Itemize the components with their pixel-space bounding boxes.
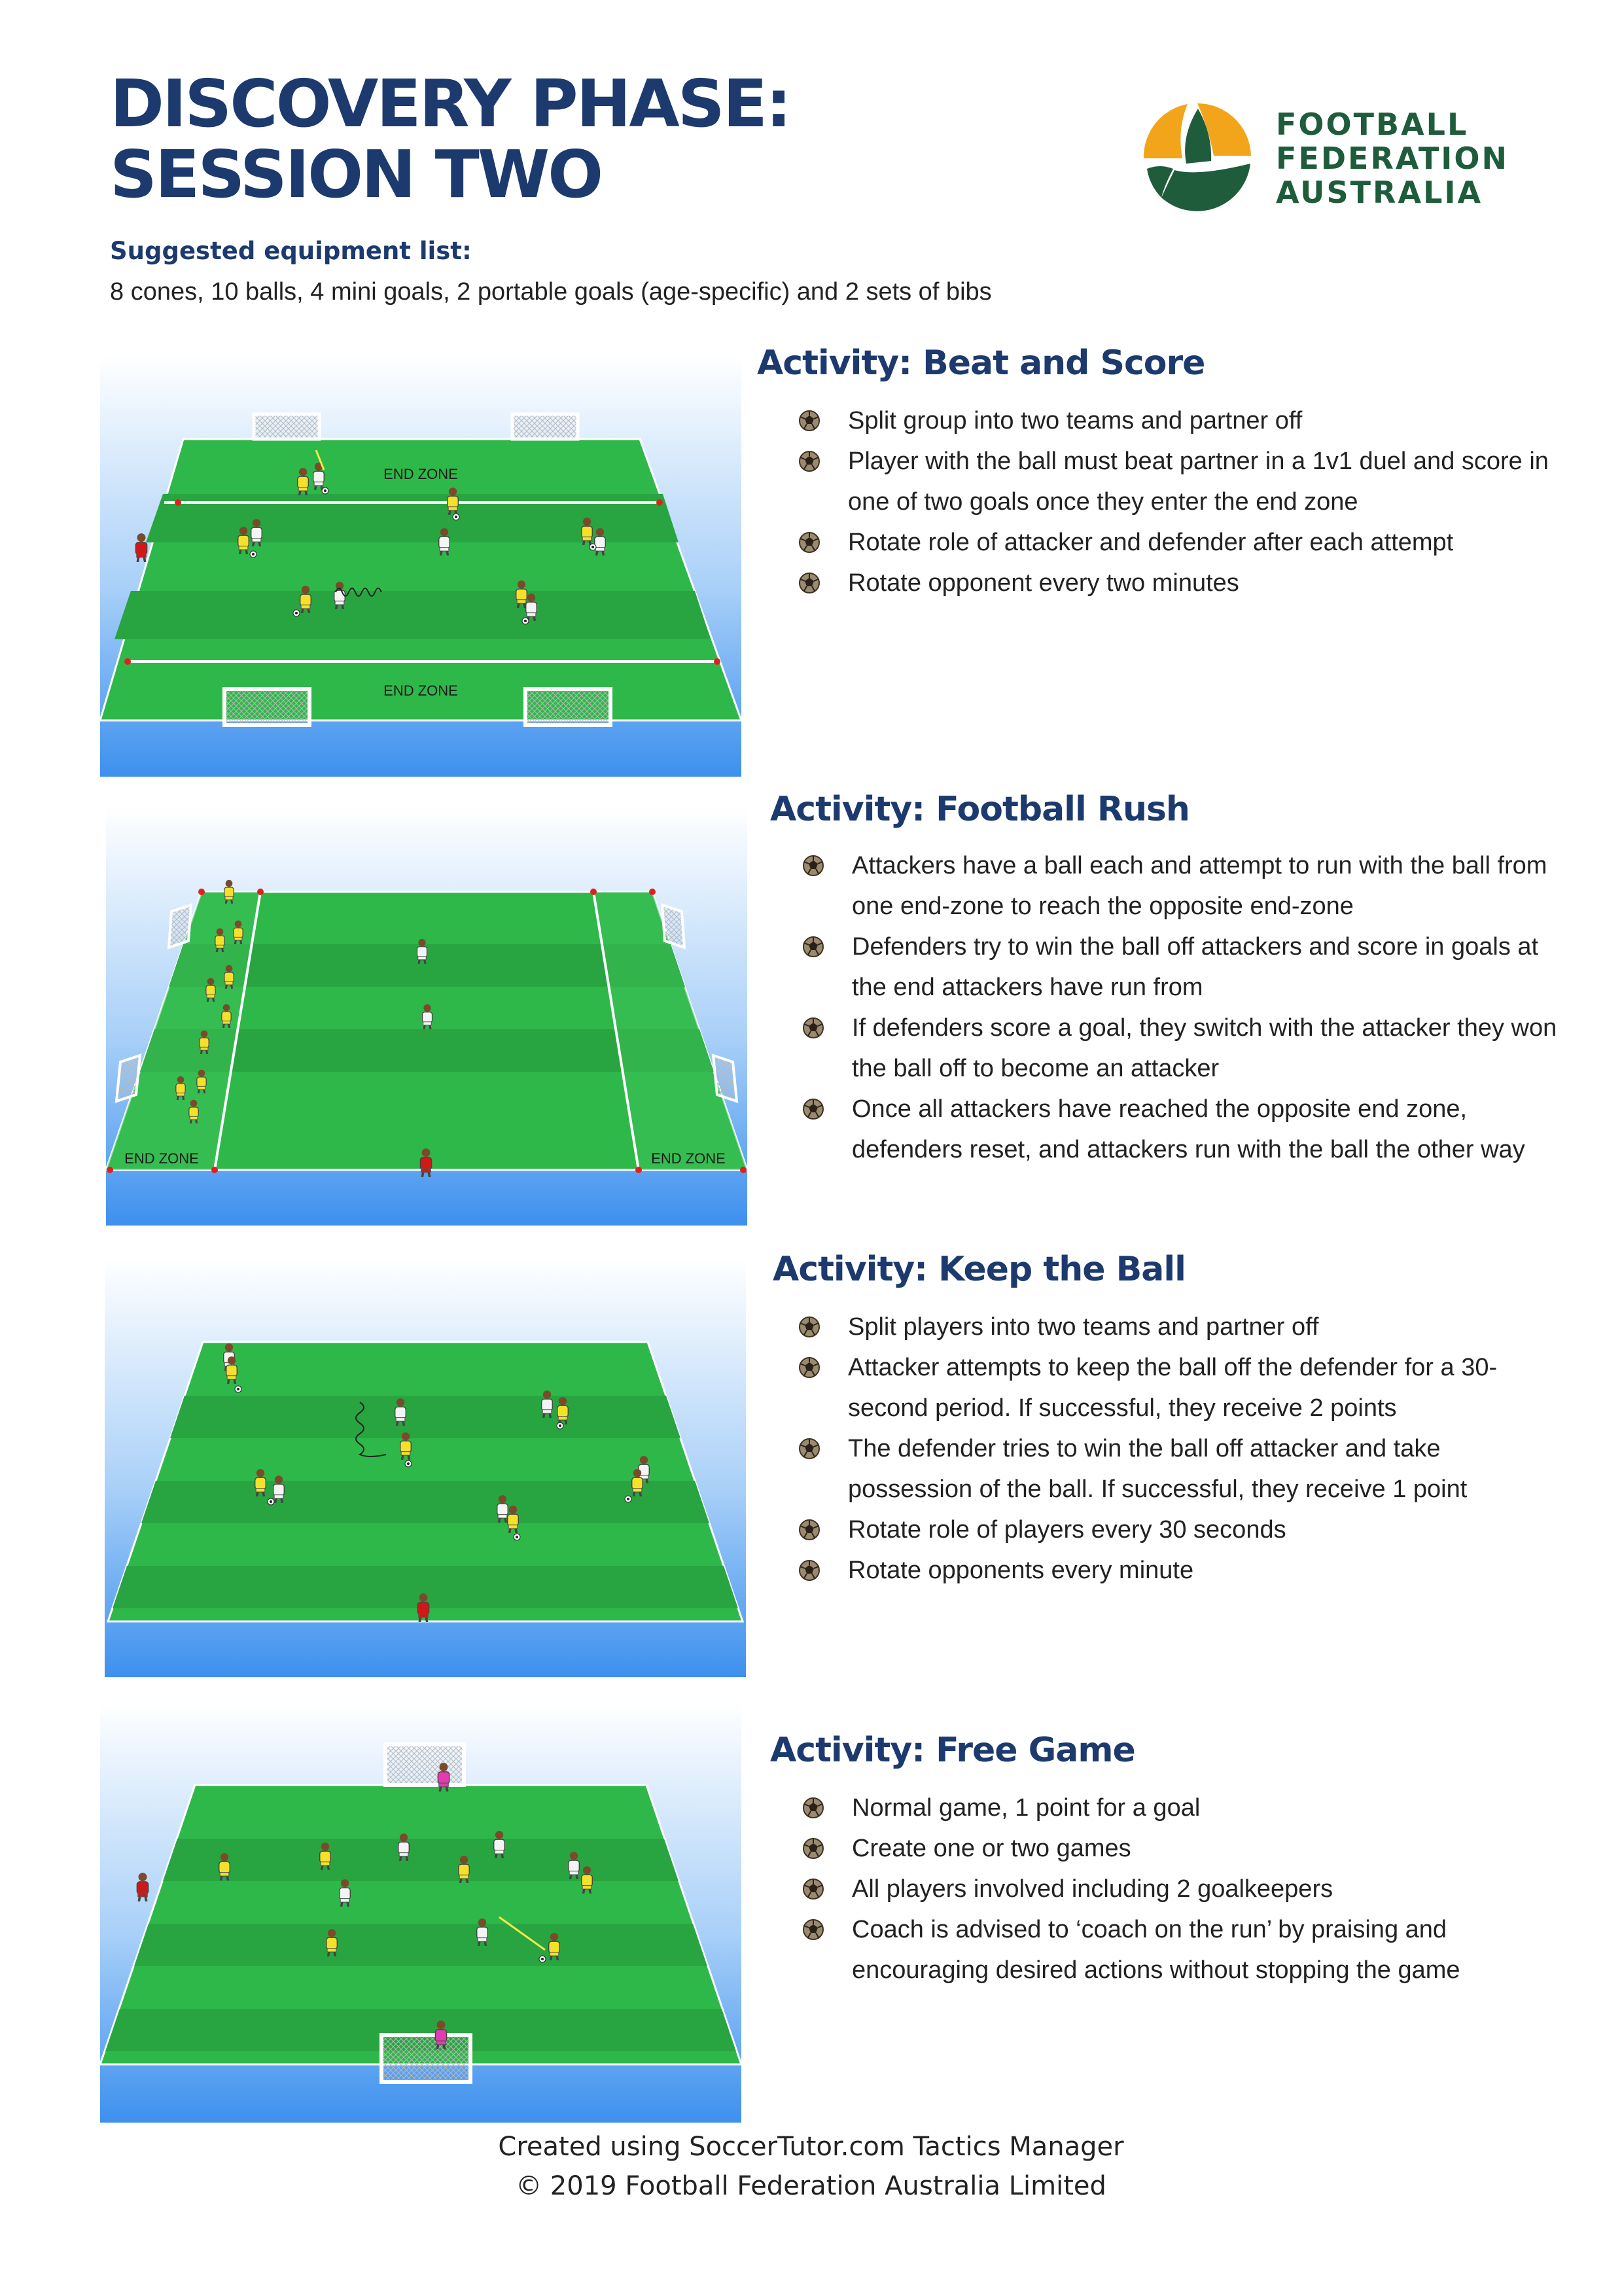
football-bullet-icon xyxy=(802,936,824,958)
goals xyxy=(222,412,612,727)
end-zone-label-bottom: END ZONE xyxy=(383,682,458,699)
beat-and-score-diagram: END ZONE END ZONE xyxy=(100,355,741,777)
title-line-1: DISCOVERY PHASE: xyxy=(110,65,792,142)
mini-goals xyxy=(115,903,739,1103)
ffa-logo-mark-icon xyxy=(1143,103,1251,211)
activity-title-free-game: Activity: Free Game xyxy=(770,1731,1136,1770)
football-bullet-icon xyxy=(798,531,820,554)
football-bullet-icon xyxy=(802,1837,824,1860)
football-bullet-icon xyxy=(802,855,824,877)
list-item: Rotate role of players every 30 seconds xyxy=(798,1510,1570,1550)
logo-line-3: AUSTRALIA xyxy=(1276,175,1483,210)
list-item: Rotate opponents every minute xyxy=(798,1550,1570,1591)
ffa-wordmark: FOOTBALL FEDERATION AUSTRALIA xyxy=(1276,107,1509,209)
pitch: END ZONE END ZONE xyxy=(100,438,741,722)
football-bullet-icon xyxy=(802,1098,824,1120)
footer-copyright: © 2019 Football Federation Australia Lim… xyxy=(516,2171,1106,2201)
football-bullet-icon xyxy=(798,1559,820,1581)
list-item: Once all attackers have reached the oppo… xyxy=(802,1089,1574,1170)
free-game-diagram xyxy=(100,1701,741,2123)
football-bullet-icon xyxy=(798,1356,820,1379)
football-bullet-icon xyxy=(798,1438,820,1460)
list-item: Defenders try to win the ball off attack… xyxy=(802,927,1574,1008)
logo-line-2: FEDERATION xyxy=(1276,141,1509,176)
players xyxy=(135,1761,593,2049)
list-item: Rotate opponent every two minutes xyxy=(798,563,1570,603)
logo-line-1: FOOTBALL xyxy=(1276,107,1469,142)
football-bullet-icon xyxy=(802,1918,824,1941)
equipment-label: Suggested equipment list: xyxy=(110,237,472,265)
list-item: Attacker attempts to keep the ball off t… xyxy=(798,1347,1570,1428)
activity-title-keep-the-ball: Activity: Keep the Ball xyxy=(773,1250,1186,1289)
list-item: All players involved including 2 goalkee… xyxy=(802,1869,1574,1909)
football-rush-diagram: END ZONE END ZONE xyxy=(106,807,747,1226)
football-bullet-icon xyxy=(798,410,820,432)
activity-title-football-rush: Activity: Football Rush xyxy=(770,790,1190,829)
page-title: DISCOVERY PHASE: SESSION TWO xyxy=(110,65,792,213)
title-line-2: SESSION TWO xyxy=(110,136,603,213)
goals xyxy=(379,1742,472,2084)
keep-the-ball-diagram xyxy=(105,1258,746,1677)
activity-title-beat-and-score: Activity: Beat and Score xyxy=(757,344,1205,383)
football-bullet-icon xyxy=(798,1519,820,1541)
football-rush-bullets: Attackers have a ball each and attempt t… xyxy=(802,845,1574,1170)
cones xyxy=(107,889,747,1173)
football-bullet-icon xyxy=(802,1797,824,1819)
list-item: Coach is advised to ‘coach on the run’ b… xyxy=(802,1909,1574,1990)
end-zone-label-top: END ZONE xyxy=(383,466,458,482)
football-bullet-icon xyxy=(802,1017,824,1039)
ffa-logo: FOOTBALL FEDERATION AUSTRALIA xyxy=(1135,98,1528,216)
free-game-bullets: Normal game, 1 point for a goal Create o… xyxy=(802,1788,1574,1990)
list-item: Player with the ball must beat partner i… xyxy=(798,441,1570,522)
list-item: If defenders score a goal, they switch w… xyxy=(802,1008,1574,1089)
list-item: Rotate role of attacker and defender aft… xyxy=(798,522,1570,563)
cones xyxy=(124,499,720,665)
footer-credit: Created using SoccerTutor.com Tactics Ma… xyxy=(498,2132,1124,2162)
beat-and-score-bullets: Split group into two teams and partner o… xyxy=(798,400,1570,603)
list-item: Split group into two teams and partner o… xyxy=(798,400,1570,441)
list-item: Create one or two games xyxy=(802,1828,1574,1869)
keep-the-ball-bullets: Split players into two teams and partner… xyxy=(798,1307,1570,1591)
end-zone-label-right: END ZONE xyxy=(651,1150,726,1167)
list-item: Attackers have a ball each and attempt t… xyxy=(802,845,1574,927)
football-bullet-icon xyxy=(798,450,820,472)
football-bullet-icon xyxy=(802,1878,824,1900)
equipment-text: 8 cones, 10 balls, 4 mini goals, 2 porta… xyxy=(110,278,992,306)
players xyxy=(134,450,607,625)
list-item: Normal game, 1 point for a goal xyxy=(802,1788,1574,1828)
pitch xyxy=(100,1784,741,2066)
football-bullet-icon xyxy=(798,572,820,594)
players xyxy=(222,1342,650,1622)
pitch: END ZONE END ZONE xyxy=(106,891,747,1171)
end-zone-label-left: END ZONE xyxy=(124,1150,199,1167)
list-item: Split players into two teams and partner… xyxy=(798,1307,1570,1347)
football-bullet-icon xyxy=(798,1316,820,1338)
pitch xyxy=(106,1341,745,1623)
list-item: The defender tries to win the ball off a… xyxy=(798,1428,1570,1510)
